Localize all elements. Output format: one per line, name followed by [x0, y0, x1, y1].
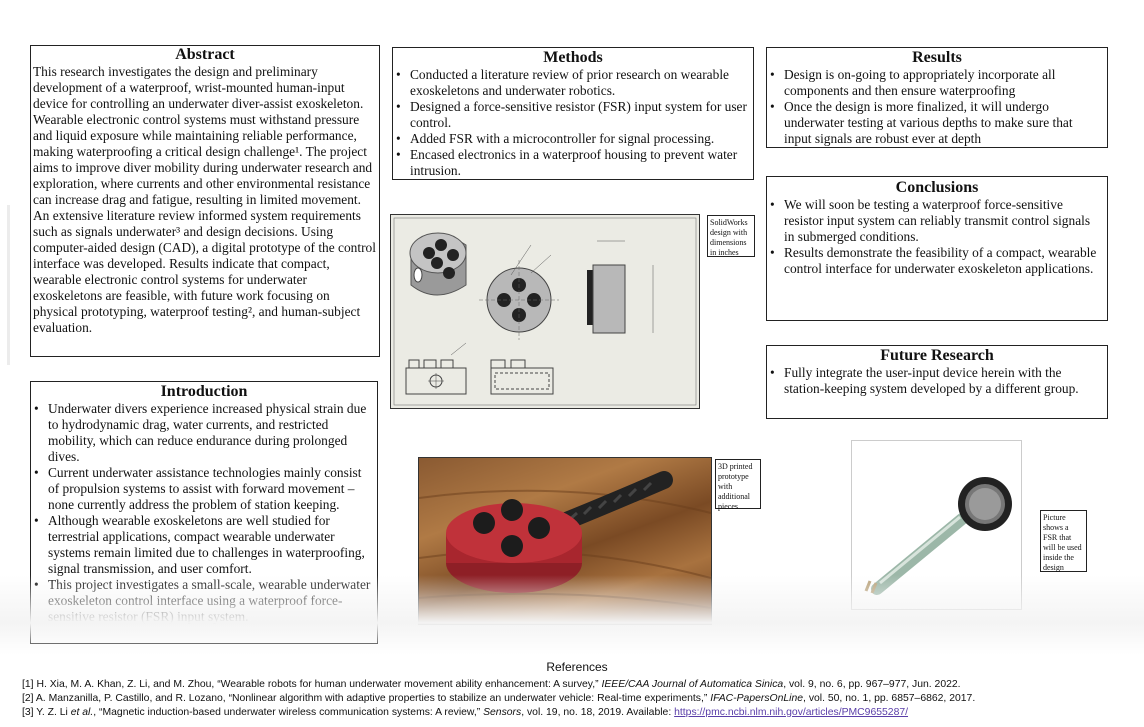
results-title: Results [912, 49, 962, 66]
isometric-view [409, 232, 467, 296]
abstract-body: This research investigates the design an… [33, 64, 376, 335]
list-item: Underwater divers experience increased p… [34, 401, 373, 465]
fsr-photo [851, 440, 1022, 610]
conclusions-title: Conclusions [895, 179, 979, 196]
conclusions-list: We will soon be testing a waterproof for… [767, 197, 1107, 277]
abstract-panel: Abstract This research investigates the … [30, 45, 380, 357]
side-view [587, 240, 654, 334]
cad-caption: SolidWorks design with dimensions in inc… [707, 215, 755, 257]
results-list: Design is on-going to appropriately inco… [767, 67, 1107, 147]
conclusions-panel: Conclusions We will soon be testing a wa… [766, 176, 1108, 321]
reference-text: [3] Y. Z. Li [22, 707, 71, 718]
reference-1: [1] H. Xia, M. A. Khan, Z. Li, and M. Zh… [22, 678, 1132, 692]
bottom-views [405, 342, 554, 395]
list-item: Current underwater assistance technologi… [34, 465, 373, 513]
results-panel: Results Design is on-going to appropriat… [766, 47, 1108, 148]
reference-text: , “Magnetic induction-based underwater w… [93, 707, 484, 718]
list-item: Design is on-going to appropriately inco… [770, 67, 1103, 99]
future-research-title: Future Research [880, 347, 994, 364]
reference-2: [2] A. Manzanilla, P. Castillo, and R. L… [22, 692, 1132, 706]
prototype-caption: 3D printed prototype with additional pie… [715, 459, 761, 511]
list-item: Results demonstrate the feasibility of a… [770, 245, 1103, 277]
reference-text: [1] H. Xia, M. A. Khan, Z. Li, and M. Zh… [22, 679, 602, 690]
prototype-photo [418, 457, 712, 625]
future-research-panel: Future Research Fully integrate the user… [766, 345, 1108, 419]
margin-line [7, 205, 10, 365]
introduction-list: Underwater divers experience increased p… [31, 401, 377, 625]
reference-link[interactable]: https://pmc.ncbi.nlm.nih.gov/articles/PM… [674, 707, 909, 718]
cad-drawing-image [390, 214, 700, 409]
methods-title: Methods [543, 49, 603, 66]
fsr-illustration [864, 477, 1012, 595]
reference-text: , vol. 19, no. 18, 2019. Available: [521, 707, 675, 718]
abstract-title: Abstract [175, 46, 235, 63]
cad-drawing [393, 217, 697, 406]
reference-3: [3] Y. Z. Li et al., “Magnetic induction… [22, 706, 1132, 720]
list-item: Conducted a literature review of prior r… [396, 67, 749, 99]
introduction-title: Introduction [160, 383, 248, 400]
future-research-list: Fully integrate the user-input device he… [767, 365, 1107, 397]
list-item: Although wearable exoskeletons are well … [34, 513, 373, 577]
fsr-caption: Picture shows a FSR that will be used in… [1040, 510, 1087, 572]
list-item: Added FSR with a microcontroller for sig… [396, 131, 749, 147]
references-title: References [546, 660, 608, 674]
front-view [479, 244, 559, 340]
methods-list: Conducted a literature review of prior r… [393, 67, 753, 179]
reference-text: , vol. 50, no. 1, pp. 6857–6862, 2017. [803, 693, 976, 704]
reference-journal: IEEE/CAA Journal of Automatica Sinica [601, 679, 784, 690]
list-item: We will soon be testing a waterproof for… [770, 197, 1103, 245]
list-item: Once the design is more finalized, it wi… [770, 99, 1103, 147]
references-section: References [1] H. Xia, M. A. Khan, Z. Li… [22, 660, 1132, 720]
list-item: Designed a force-sensitive resistor (FSR… [396, 99, 749, 131]
list-item: This project investigates a small-scale,… [34, 577, 373, 625]
list-item: Encased electronics in a waterproof hous… [396, 147, 749, 179]
list-item: Fully integrate the user-input device he… [770, 365, 1103, 397]
prototype-illustration [419, 471, 711, 609]
reference-text: [2] A. Manzanilla, P. Castillo, and R. L… [22, 693, 711, 704]
reference-etal: et al. [70, 707, 94, 718]
reference-text: , vol. 9, no. 6, pp. 967–977, Jun. 2022. [783, 679, 961, 690]
methods-panel: Methods Conducted a literature review of… [392, 47, 754, 180]
reference-journal: Sensors [483, 707, 522, 718]
introduction-panel: Introduction Underwater divers experienc… [30, 381, 378, 644]
reference-journal: IFAC-PapersOnLine [710, 693, 804, 704]
